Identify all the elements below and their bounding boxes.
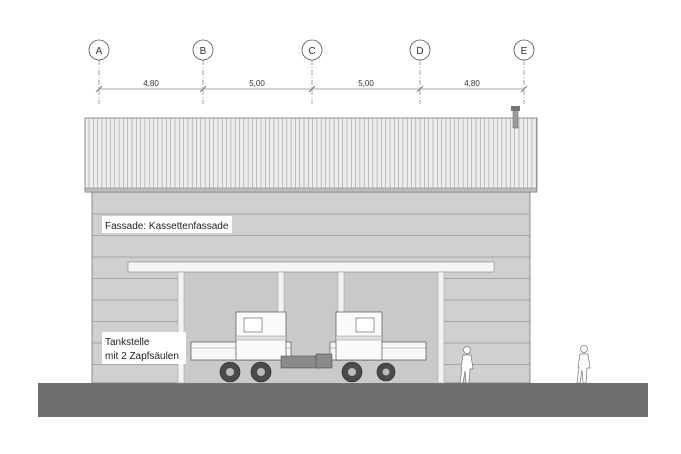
truck-right — [315, 311, 427, 383]
axis-label-A: A — [96, 46, 103, 57]
dimension-A-B: 4,80 — [143, 79, 159, 88]
truck-left — [190, 311, 322, 383]
axis-label-C: C — [308, 46, 315, 57]
ground — [38, 383, 648, 417]
axis-label-E: E — [521, 46, 528, 57]
axis-B: B — [192, 39, 214, 104]
station-label: Tankstelle mit 2 Zapfsäulen — [102, 332, 186, 364]
person-figure — [576, 345, 591, 384]
facade-label-text: Fassade: Kassettenfassade — [105, 221, 229, 232]
axis-D: D — [409, 39, 431, 104]
dimension-C-D: 5,00 — [358, 79, 374, 88]
vent-pipe — [511, 106, 520, 129]
axis-label-D: D — [416, 46, 423, 57]
axis-label-B: B — [200, 46, 207, 57]
axis-A: A — [88, 39, 110, 104]
station-label-line2: mit 2 Zapfsäulen — [105, 351, 179, 362]
axis-E: E — [513, 39, 535, 104]
facade-label: Fassade: Kassettenfassade — [102, 216, 232, 233]
axis-grid: A B C D E — [88, 39, 535, 104]
station-label-line1: Tankstelle — [105, 337, 150, 348]
person-figure — [459, 346, 474, 384]
dimension-D-E: 4,80 — [464, 79, 480, 88]
dimension-chain: 4,80 5,00 5,00 4,80 — [95, 79, 528, 93]
dimension-B-C: 5,00 — [249, 79, 265, 88]
roof — [84, 117, 538, 193]
axis-C: C — [301, 39, 323, 104]
